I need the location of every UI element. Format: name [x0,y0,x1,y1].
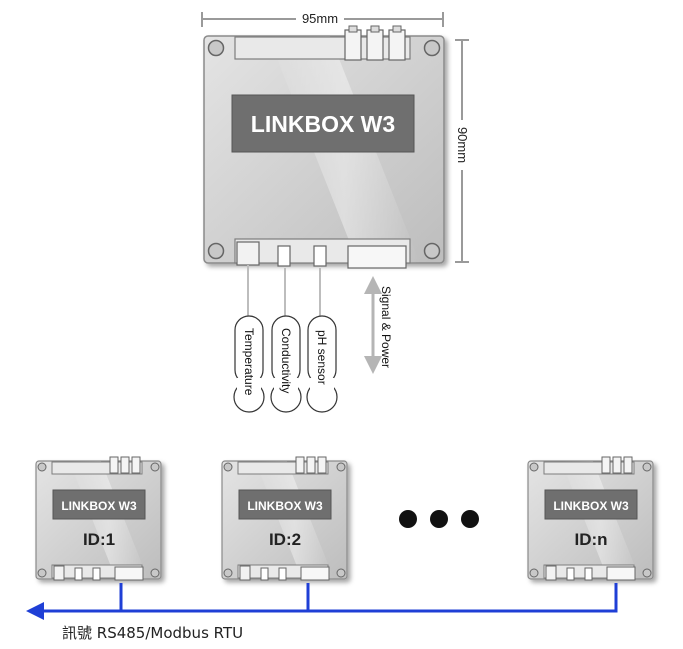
sensor-conductivity: Conductivity [270,268,302,413]
sensor-label: Temperature [242,328,256,396]
width-dimension-label: 95mm [302,11,338,26]
main-device: LINKBOX W3 [203,25,445,269]
main-device-title: LINKBOX W3 [251,111,395,137]
mounting-hole [423,39,441,57]
mounting-hole [207,242,225,260]
mounting-hole [642,568,652,578]
sensor-temperature: Temperature [233,265,265,413]
top-connector-pins [344,25,406,61]
mounting-hole [529,568,539,578]
bus-arrow-head [26,602,44,620]
height-dimension-label: 90mm [455,127,470,163]
mounting-hole [150,568,160,578]
mounting-hole [336,462,346,472]
mounting-hole [37,462,47,472]
node-title: LINKBOX W3 [553,499,629,513]
mounting-hole [223,462,233,472]
mounting-hole [529,462,539,472]
rs485-bus: 訊號 RS485/Modbus RTU [26,583,618,642]
mounting-hole [150,462,160,472]
mounting-hole [423,242,441,260]
node-device: LINKBOX W3 ID:2 [221,456,348,581]
mounting-hole [223,568,233,578]
node-devices: LINKBOX W3 ID:1 LINKBOX W3 ID:2 LINKBOX W3 ID… [35,456,654,581]
mounting-hole [336,568,346,578]
node-title: LINKBOX W3 [61,499,137,513]
node-title: LINKBOX W3 [247,499,323,513]
width-dimension: 95mm [201,10,444,27]
mounting-hole [207,39,225,57]
node-id: ID:n [574,530,607,549]
bus-label: 訊號 RS485/Modbus RTU [62,624,243,642]
ellipsis-dots [399,510,479,528]
node-device: LINKBOX W3 ID:n [527,456,654,581]
sensor-label: pH sensor [315,330,329,385]
node-id: ID:2 [269,530,301,549]
mounting-hole [37,568,47,578]
mounting-hole [642,462,652,472]
signal-power-label: Signal & Power [379,286,393,368]
node-device: LINKBOX W3 ID:1 [35,456,162,581]
sensor-label: Conductivity [279,328,293,393]
signal-power-arrow: Signal & Power [364,276,393,374]
sensor-ph: pH sensor [306,268,338,413]
height-dimension: 90mm [455,39,471,263]
node-id: ID:1 [83,530,115,549]
